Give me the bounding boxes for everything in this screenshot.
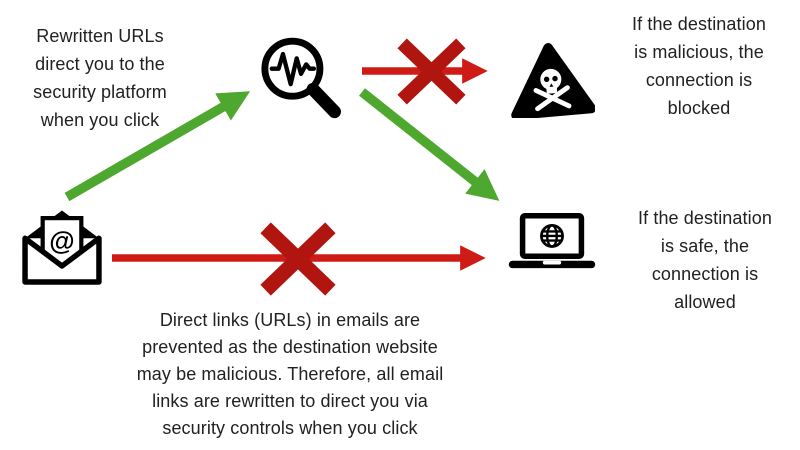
blocked-cross-scanner-route [397, 38, 466, 105]
crossbones [533, 85, 572, 112]
pulse-waveform [269, 51, 317, 87]
skull-eye [552, 75, 558, 82]
safe-laptop-icon [508, 213, 596, 269]
laptop-base [508, 260, 596, 269]
security-scanner-magnifier-icon [261, 37, 341, 119]
rewritten-urls-label: Rewritten URLs direct you to the securit… [33, 26, 167, 130]
blocked-cross-direct-route [260, 222, 336, 296]
magnifier-handle [306, 82, 341, 119]
direct-links-explanation: Direct links (URLs) in emails are preven… [136, 310, 444, 438]
skull-cranium [540, 68, 562, 90]
cross-stroke [260, 222, 336, 296]
arrow-scanner-to-laptop [359, 88, 500, 201]
skull-nose [549, 83, 554, 87]
cross-stroke [397, 38, 466, 105]
malicious-outcome-label: If the destination is malicious, the con… [632, 14, 766, 118]
arrow-email-to-scanner [64, 91, 251, 202]
laptop-base-notch [542, 260, 562, 265]
skull-eye [543, 76, 550, 83]
malicious-warning-triangle-icon [511, 43, 595, 118]
envelope-pocket [22, 235, 102, 285]
email-envelope-icon: @ [22, 210, 102, 285]
safe-outcome-label: If the destination is safe, the connecti… [638, 208, 772, 312]
at-symbol: @ [49, 226, 74, 256]
skull-jaw [546, 86, 558, 94]
globe-icon [540, 224, 564, 248]
